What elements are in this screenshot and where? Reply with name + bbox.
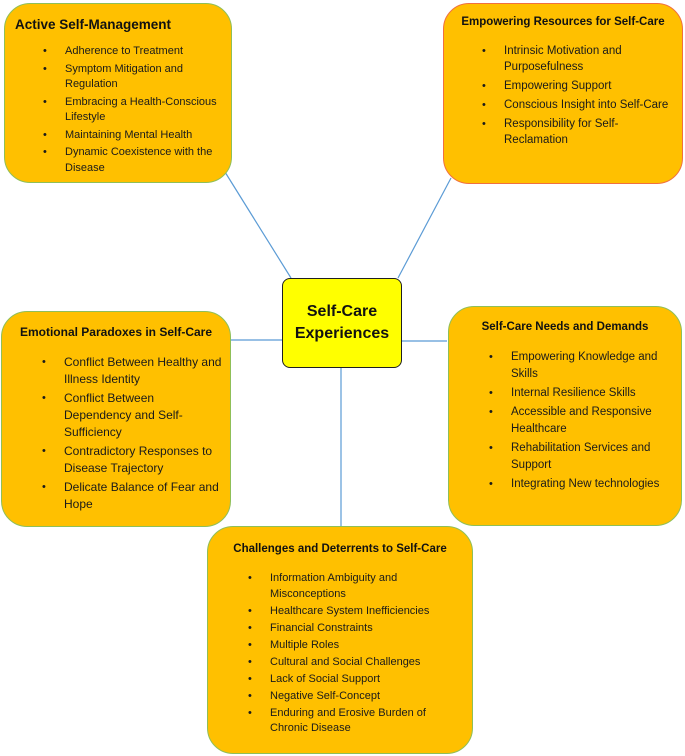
theme-box-challenges-and-deterrents: Challenges and Deterrents to Self-Care •… xyxy=(207,526,473,754)
list-item: • Dynamic Coexistence with the Disease xyxy=(43,145,225,176)
item-text: Maintaining Mental Health xyxy=(65,128,193,141)
item-text: Rehabilitation Services and Support xyxy=(511,442,651,471)
list-item: • Lack of Social Support xyxy=(248,672,463,688)
list-item: • Rehabilitation Services and Support xyxy=(489,440,669,474)
list-item: • Integrating New technologies xyxy=(489,476,669,493)
item-text: Dynamic Coexistence with the Disease xyxy=(65,146,213,174)
item-text: Financial Constraints xyxy=(270,621,373,634)
theme-item-list: • Adherence to Treatment • Symptom Mitigat… xyxy=(43,44,225,178)
bullet-icon: • xyxy=(482,118,486,130)
bullet-icon: • xyxy=(489,442,493,454)
item-text: Integrating New technologies xyxy=(511,478,660,490)
theme-item-list: • Conflict Between Healthy and Illness Id… xyxy=(42,354,222,515)
item-text: Conscious Insight into Self-Care xyxy=(504,99,669,111)
bullet-icon: • xyxy=(489,351,493,363)
item-text: Embracing a Health-Conscious Lifestyle xyxy=(65,95,217,124)
theme-box-needs-and-demands: Self-Care Needs and Demands • Empowering … xyxy=(448,306,682,526)
item-text: Accessible and Responsive Healthcare xyxy=(511,406,652,435)
item-text: Conflict Between Dependency and Self-Suf… xyxy=(64,391,183,439)
list-item: • Embracing a Health-Conscious Lifestyle xyxy=(43,95,225,126)
theme-item-list: • Intrinsic Motivation and Purposefulness… xyxy=(482,43,672,151)
bullet-icon: • xyxy=(482,99,486,111)
bullet-icon: • xyxy=(43,146,47,158)
item-text: Conflict Between Healthy and Illness Ide… xyxy=(64,355,222,386)
item-text: Negative Self-Concept xyxy=(270,689,381,702)
bullet-icon: • xyxy=(248,604,252,617)
bullet-icon: • xyxy=(248,638,252,651)
theme-box-active-self-management: Active Self-Management • Adherence to Tre… xyxy=(4,3,232,183)
bullet-icon: • xyxy=(42,392,46,404)
theme-title: Empowering Resources for Self-Care xyxy=(461,16,665,28)
item-text: Internal Resilience Skills xyxy=(511,387,636,399)
bullet-icon: • xyxy=(43,45,47,57)
bullet-icon: • xyxy=(42,481,46,493)
central-node: Self-Care Experiences xyxy=(282,278,402,368)
item-text: Healthcare System Inefficiencies xyxy=(270,604,430,617)
item-text: Intrinsic Motivation and Purposefulness xyxy=(504,45,622,73)
list-item: • Accessible and Responsive Healthcare xyxy=(489,404,669,438)
list-item: • Multiple Roles xyxy=(248,638,463,654)
theme-title: Challenges and Deterrents to Self-Care xyxy=(233,543,447,555)
bullet-icon: • xyxy=(43,95,47,108)
list-item: • Cultural and Social Challenges xyxy=(248,655,463,671)
theme-title: Emotional Paradoxes in Self-Care xyxy=(19,325,213,339)
bullet-icon: • xyxy=(482,45,486,57)
bullet-icon: • xyxy=(489,478,493,490)
theme-item-list: • Empowering Knowledge and Skills • Intern… xyxy=(489,349,669,495)
item-text: Adherence to Treatment xyxy=(65,45,184,57)
bullet-icon: • xyxy=(248,689,252,702)
connector-active xyxy=(224,171,292,279)
list-item: • Healthcare System Inefficiencies xyxy=(248,604,463,620)
bullet-icon: • xyxy=(248,572,252,584)
list-item: • Contradictory Responses to Disease Traj… xyxy=(42,443,222,477)
list-item: • Negative Self-Concept xyxy=(248,689,463,705)
item-text: Symptom Mitigation and Regulation xyxy=(65,62,183,91)
list-item: • Information Ambiguity and Misconception… xyxy=(248,571,463,602)
list-item: • Empowering Knowledge and Skills xyxy=(489,349,669,383)
list-item: • Adherence to Treatment xyxy=(43,44,225,60)
list-item: • Responsibility for Self-Reclamation xyxy=(482,116,672,148)
list-item: • Conflict Between Healthy and Illness Id… xyxy=(42,354,222,388)
bullet-icon: • xyxy=(482,80,486,92)
bullet-icon: • xyxy=(248,655,252,668)
list-item: • Delicate Balance of Fear and Hope xyxy=(42,479,222,513)
list-item: • Enduring and Erosive Burden of Chronic … xyxy=(248,706,463,737)
list-item: • Conflict Between Dependency and Self-Su… xyxy=(42,390,222,441)
theme-box-emotional-paradoxes: Emotional Paradoxes in Self-Care • Confli… xyxy=(1,311,231,527)
bullet-icon: • xyxy=(248,706,252,719)
bullet-icon: • xyxy=(248,672,252,685)
list-item: • Maintaining Mental Health xyxy=(43,128,225,144)
connector-empowering xyxy=(397,177,452,279)
bullet-icon: • xyxy=(42,445,46,457)
list-item: • Conscious Insight into Self-Care xyxy=(482,97,672,113)
item-text: Empowering Knowledge and Skills xyxy=(511,351,658,380)
theme-title: Active Self-Management xyxy=(15,17,172,32)
bullet-icon: • xyxy=(43,62,47,75)
bullet-icon: • xyxy=(42,356,46,368)
item-text: Delicate Balance of Fear and Hope xyxy=(64,480,219,511)
item-text: Empowering Support xyxy=(504,80,612,92)
bullet-icon: • xyxy=(43,128,47,141)
item-text: Contradictory Responses to Disease Traje… xyxy=(64,444,213,475)
theme-title: Self-Care Needs and Demands xyxy=(481,321,649,333)
item-text: Information Ambiguity and Misconceptions xyxy=(270,572,398,600)
list-item: • Intrinsic Motivation and Purposefulness xyxy=(482,43,672,75)
item-text: Enduring and Erosive Burden of Chronic D… xyxy=(270,706,426,735)
list-item: • Empowering Support xyxy=(482,78,672,94)
list-item: • Financial Constraints xyxy=(248,621,463,637)
bullet-icon: • xyxy=(489,387,493,399)
theme-box-empowering-resources: Empowering Resources for Self-Care • Intr… xyxy=(443,3,683,184)
item-text: Lack of Social Support xyxy=(270,672,381,685)
center-title-line2: Experiences xyxy=(294,325,390,342)
item-text: Cultural and Social Challenges xyxy=(270,655,421,668)
item-text: Multiple Roles xyxy=(270,638,340,651)
list-item: • Symptom Mitigation and Regulation xyxy=(43,62,225,93)
item-text: Responsibility for Self-Reclamation xyxy=(504,118,619,146)
theme-item-list: • Information Ambiguity and Misconception… xyxy=(248,571,463,738)
bullet-icon: • xyxy=(248,621,252,634)
center-title-line1: Self-Care xyxy=(306,303,378,320)
list-item: • Internal Resilience Skills xyxy=(489,385,669,402)
bullet-icon: • xyxy=(489,406,493,418)
